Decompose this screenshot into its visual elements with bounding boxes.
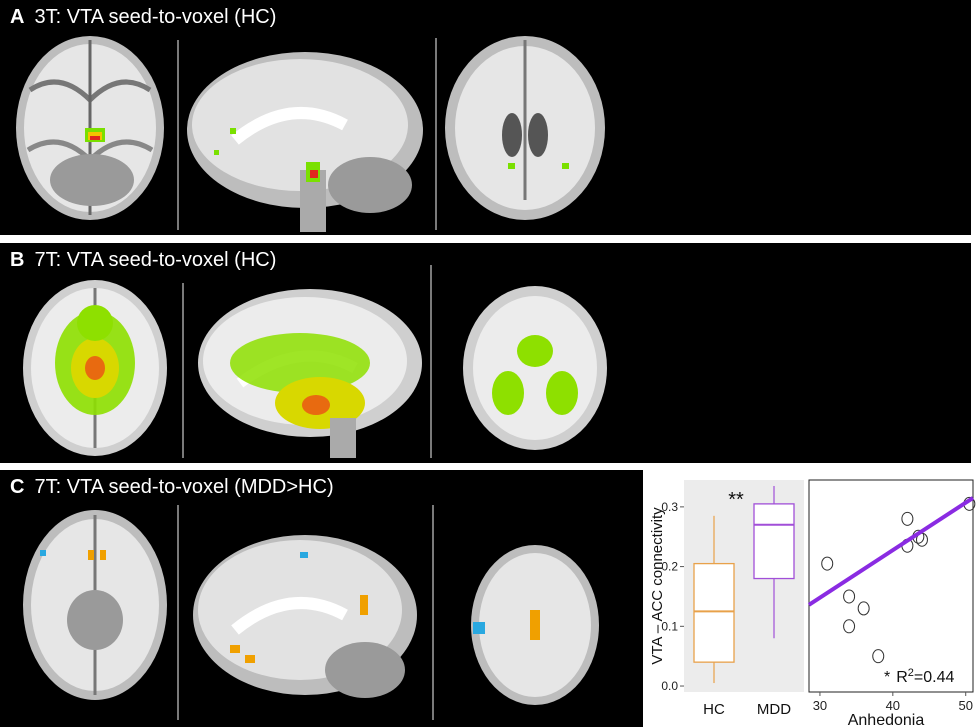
panel-a-brains: [16, 36, 605, 232]
boxplot-y-tick-label: 0.0: [661, 679, 678, 693]
boxplot-y-axis-label: VTA – ACC connectivity: [649, 507, 666, 665]
boxplot-y-ticks: 0.0 0.1 0.2 0.3: [661, 500, 684, 693]
panel-b-title: B 7T: VTA seed-to-voxel (HC): [10, 249, 276, 272]
panel-c-title-text: 7T: VTA seed-to-voxel (MDD>HC): [34, 476, 334, 498]
panel-c-sagittal-slice: [193, 535, 417, 698]
boxplot-box: [693, 562, 735, 663]
scatter-point: [821, 556, 834, 571]
panel-a-letter: A: [10, 6, 25, 28]
panel-c: C 7T: VTA seed-to-voxel (MDD>HC): [0, 470, 643, 727]
panel-c-title: C 7T: VTA seed-to-voxel (MDD>HC): [10, 476, 334, 499]
scatter-point: [857, 601, 870, 616]
boxplot-y-tick-label: 0.3: [661, 500, 678, 514]
panel-a-sagittal-slice: [187, 52, 423, 232]
scatter-annotation-r2-sup: 2: [908, 667, 914, 679]
boxplot-x-ticks: HC MDD: [703, 701, 791, 718]
panel-b-divider-1: [182, 283, 184, 458]
scatter-point: [843, 589, 856, 604]
panel-a-coronal-slice: [445, 36, 605, 220]
panel-b-letter: B: [10, 249, 25, 271]
scatter-svg: * R2=0.44 30 40 50 Anhedonia: [807, 479, 976, 727]
boxplot-significance: **: [728, 489, 744, 511]
panel-a-divider-1: [177, 40, 179, 230]
panel-b-sagittal-slice: [198, 289, 422, 458]
panel-c-brains: [23, 510, 599, 705]
panel-c-divider-2: [432, 505, 434, 720]
panel-c-divider-1: [177, 505, 179, 720]
panel-b-title-text: 7T: VTA seed-to-voxel (HC): [34, 249, 277, 271]
scatter-x-tick-label: 50: [958, 698, 972, 713]
panel-a-title: A 3T: VTA seed-to-voxel (HC): [10, 6, 276, 29]
panel-c-coronal-slice: [471, 545, 599, 705]
scatter-x-tick-label: 30: [813, 698, 827, 713]
panel-a-divider-2: [435, 38, 437, 230]
panel-b: B 7T: VTA seed-to-voxel (HC): [0, 243, 971, 463]
scatter-x-tick-label: 40: [886, 698, 900, 713]
boxplot-y-tick-label: 0.1: [661, 619, 678, 633]
panel-b-axial-slice: [23, 280, 167, 456]
panel-c-axial-slice: [23, 510, 167, 700]
scatter-point: [872, 649, 885, 664]
panel-c-letter: C: [10, 476, 25, 498]
panel-b-brains: [23, 280, 607, 458]
boxplot-marks: [693, 485, 795, 684]
scatter-annotation-r2: R: [896, 669, 908, 686]
scatter-annotation-r2-value: =0.44: [914, 669, 955, 686]
panel-b-divider-2: [430, 265, 432, 458]
boxplot-x-tick-label: HC: [703, 701, 725, 718]
scatter-annotation: * R2=0.44: [884, 667, 955, 686]
scatter-annotation-star: *: [884, 669, 890, 686]
panel-b-coronal-slice: [463, 286, 607, 450]
boxplot-svg: VTA – ACC connectivity 0.0 0.1 0.2 0.3 ** H…: [649, 480, 804, 718]
panel-a-title-text: 3T: VTA seed-to-voxel (HC): [34, 6, 277, 28]
boxplot-x-tick-label: MDD: [757, 701, 791, 718]
scatter-x-axis-label: Anhedonia: [848, 712, 925, 727]
boxplot-y-tick-label: 0.2: [661, 560, 678, 574]
scatter-point: [901, 511, 914, 526]
scatter-chart: * R2=0.44 30 40 50 Anhedonia: [806, 470, 976, 727]
panel-a: A 3T: VTA seed-to-voxel (HC): [0, 0, 971, 235]
panel-a-axial-slice: [16, 36, 164, 220]
scatter-fit-line: [807, 496, 975, 607]
scatter-point: [843, 619, 856, 634]
scatter-x-ticks: 30 40 50: [813, 692, 973, 713]
boxplot-box: [753, 503, 795, 580]
scatter-marks: [807, 496, 976, 664]
boxplot-chart: VTA – ACC connectivity 0.0 0.1 0.2 0.3 ** H…: [646, 470, 806, 727]
